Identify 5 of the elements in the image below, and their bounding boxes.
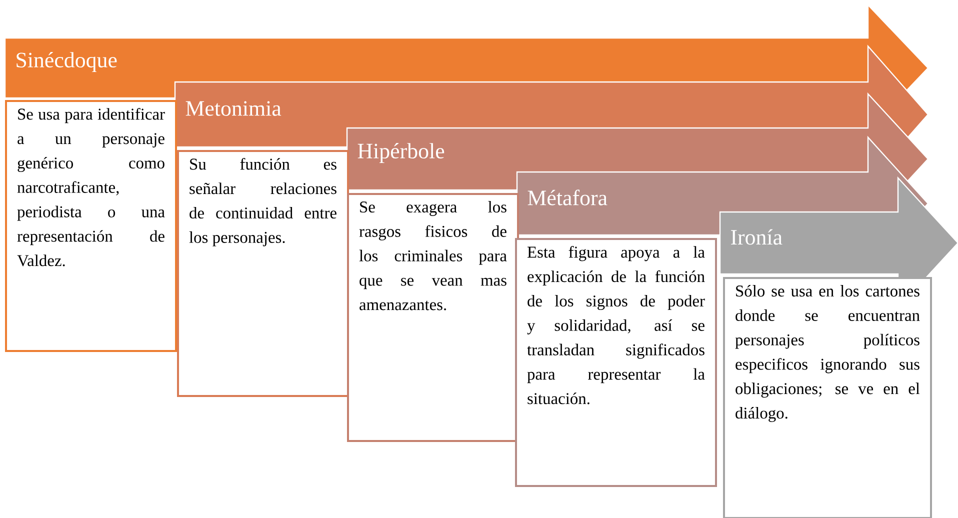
text-box: Se exagera los rasgos fisicos de los criminales para que se vean mas amenazantes. [347, 193, 519, 442]
text-box: Sólo se usa en los cartones donde se encuentran personajes políticos especificos ignorando sus obligaciones; se ve en el diálogo. [723, 277, 932, 518]
text-box: Esta figura apoya a la explicación de la función de los signos de poder y solidaridad, así se transladan significados para representar la situación. [515, 238, 717, 487]
text-box: Se usa para identificar a un personaje genérico como narcotraficante, periodista o una representación de Valdez. [5, 100, 177, 352]
text-box: Su función es señalar relaciones de continuidad entre los personajes. [177, 150, 349, 397]
